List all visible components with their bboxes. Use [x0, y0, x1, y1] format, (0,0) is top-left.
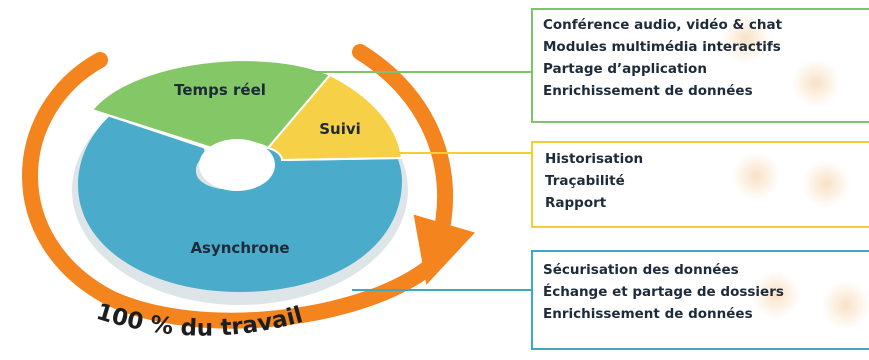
list-item: Enrichissement de données — [543, 306, 753, 322]
list-item: Rapport — [545, 195, 607, 211]
callout-suivi: Historisation Traçabilité Rapport — [531, 141, 869, 228]
asynchrone-list: Sécurisation des données Échange et part… — [533, 252, 869, 325]
list-item: Traçabilité — [545, 173, 625, 189]
list-item: Modules multimédia interactifs — [543, 39, 781, 55]
label-temps-reel: Temps réel — [174, 81, 266, 99]
callout-asynchrone: Sécurisation des données Échange et part… — [531, 250, 869, 350]
list-item: Échange et partage de dossiers — [543, 284, 784, 300]
list-item: Historisation — [545, 151, 644, 167]
list-item: Conférence audio, vidéo & chat — [543, 17, 783, 33]
label-suivi: Suivi — [319, 120, 361, 138]
donut-center — [199, 139, 275, 191]
list-item: Sécurisation des données — [543, 262, 739, 278]
callout-temps-reel: Conférence audio, vidéo & chat Modules m… — [531, 8, 869, 123]
suivi-list: Historisation Traçabilité Rapport — [533, 143, 869, 214]
list-item: Enrichissement de données — [543, 83, 753, 99]
temps-reel-list: Conférence audio, vidéo & chat Modules m… — [533, 10, 869, 102]
list-item: Partage d’application — [543, 61, 707, 77]
circular-arrow-head-stem — [352, 44, 476, 285]
circular-arrow — [22, 52, 436, 329]
label-asynchrone: Asynchrone — [190, 239, 289, 257]
